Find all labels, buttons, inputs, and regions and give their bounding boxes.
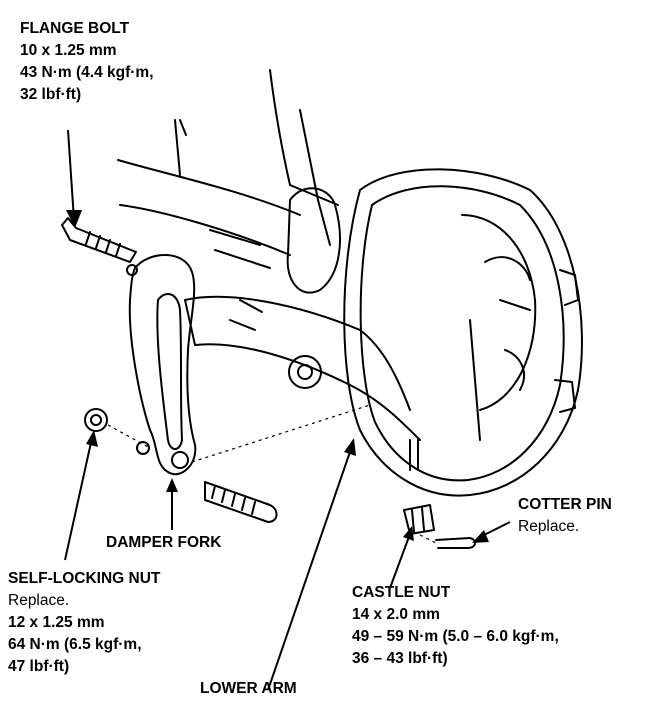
self-locking-nut-label: SELF-LOCKING NUT Replace. 12 x 1.25 mm 6… [8,568,160,678]
arrowhead-damper-fork [166,478,178,492]
ball-joint-stud [409,439,419,471]
arrowhead-flange-bolt [66,210,82,228]
arrowhead-cotter-pin [472,530,489,543]
upper-structure-outline [174,69,331,246]
self-locking-nut-torque-1: 64 N·m (6.5 kgf·m, [8,636,142,653]
brake-disc-inner [461,214,537,411]
leader-flange-bolt [67,129,75,221]
cotter-pin-title: COTTER PIN [518,496,612,513]
lower-arm-outline [184,295,421,441]
castle-nut [403,504,435,535]
self-locking-nut [84,408,108,432]
damper-fork-outline [128,254,197,475]
self-locking-nut-spec: 12 x 1.25 mm [8,614,105,631]
self-locking-nut-torque-2: 47 lbf·ft) [8,658,70,675]
flange-bolt-label: FLANGE BOLT 10 x 1.25 mm 43 N·m (4.4 kgf… [20,18,154,106]
alignment-line-bolt [191,404,371,463]
castle-nut-torque-2: 36 – 43 lbf·ft) [352,650,448,667]
damper-fork-upper-hole [136,441,150,455]
arrowhead-lower-arm [344,438,356,456]
lower-arm-label: LOWER ARM [200,678,297,700]
alignment-line-nut [107,424,151,449]
upper-arm-outline [117,159,339,256]
castle-nut-label: CASTLE NUT 14 x 2.0 mm 49 – 59 N·m (5.0 … [352,582,559,670]
self-locking-nut-title: SELF-LOCKING NUT [8,570,161,587]
hub-detail [469,256,531,441]
self-locking-nut-note: Replace. [8,592,70,609]
damper-fork-label: DAMPER FORK [106,532,221,554]
flange-bolt-title: FLANGE BOLT [20,20,130,37]
arrowhead-self-locking-nut [86,430,98,447]
flange-bolt [61,217,137,263]
lower-arm-bushing [288,355,322,389]
damper-fork-slot [156,293,183,450]
background-detail [209,229,271,331]
leader-lower-arm [267,445,353,691]
damper-fork-lower-hole [171,451,189,469]
castle-nut-spec: 14 x 2.0 mm [352,606,440,623]
lower-arm-title: LOWER ARM [200,680,297,697]
damper-lower-bolt [204,481,278,523]
flange-bolt-torque-1: 43 N·m (4.4 kgf·m, [20,64,154,81]
flange-bolt-torque-2: 32 lbf·ft) [20,86,82,103]
cotter-pin-label: COTTER PIN Replace. [518,494,612,538]
cotter-pin-note: Replace. [518,518,580,535]
damper-fork-title: DAMPER FORK [106,534,222,551]
arrowhead-castle-nut [403,526,414,541]
leader-castle-nut [389,533,411,589]
brake-disc-outline [343,168,583,497]
brake-right-tabs [554,269,579,413]
flange-bolt-spec: 10 x 1.25 mm [20,42,117,59]
knuckle-upper-outline [286,187,341,294]
alignment-line-cotter [419,534,437,544]
castle-nut-title: CASTLE NUT [352,584,451,601]
brake-disc-rim [359,185,565,482]
castle-nut-torque-1: 49 – 59 N·m (5.0 – 6.0 kgf·m, [352,628,559,645]
cotter-pin [435,537,476,549]
leader-self-locking-nut [64,437,93,561]
